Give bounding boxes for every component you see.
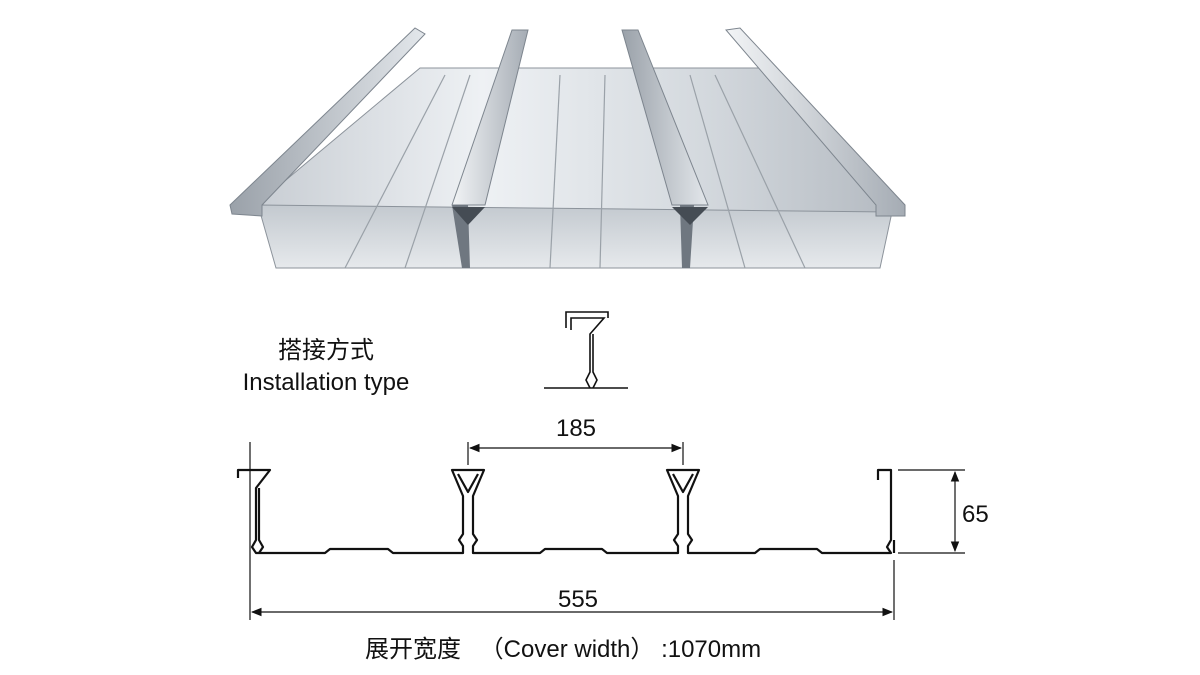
dimension-lines xyxy=(249,442,965,620)
coverage-width-value: 555 xyxy=(558,586,598,613)
deck-panel-illustration xyxy=(229,27,906,269)
installation-type-label: 搭接方式 Installation type xyxy=(243,337,410,396)
cover-width-caption: 展开宽度 （Cover width） :1070mm xyxy=(365,636,761,663)
deck-right-lip xyxy=(725,27,906,217)
profile-rib-2 xyxy=(665,468,701,555)
deck-front-edge xyxy=(257,204,893,269)
deck-rib-1 xyxy=(451,29,529,268)
deck-left-lip xyxy=(229,27,426,217)
cross-section-profile xyxy=(236,468,896,555)
rib-spacing-value: 185 xyxy=(556,415,596,442)
cover-width-value: :1070mm xyxy=(661,636,761,663)
cover-width-label-cn: 展开宽度 xyxy=(365,636,461,663)
deck-stiffeners xyxy=(344,74,806,269)
profile-left-edge xyxy=(236,468,272,555)
installation-label-en: Installation type xyxy=(243,369,410,396)
height-value: 65 xyxy=(962,501,989,528)
profile-rib-1 xyxy=(450,468,486,555)
profile-right-edge xyxy=(876,468,893,555)
cover-width-label-en: （Cover width） xyxy=(480,636,655,663)
installation-label-cn: 搭接方式 xyxy=(278,337,374,364)
lap-joint-detail xyxy=(544,311,628,389)
deck-rib-2 xyxy=(621,29,709,268)
